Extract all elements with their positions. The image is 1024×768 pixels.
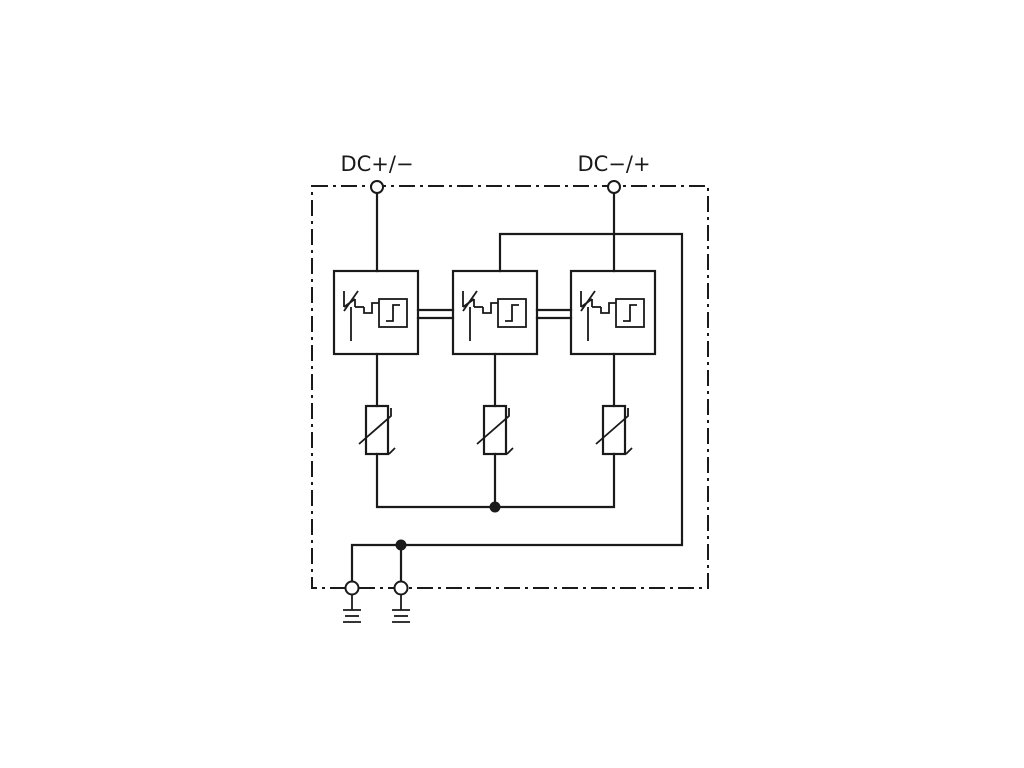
ground-icon [392, 595, 410, 623]
varistor-icon [476, 404, 514, 456]
wire-pe-loop [350, 232, 684, 584]
surge-disconnector-module-icon [332, 269, 420, 356]
ground-icon [343, 595, 361, 623]
terminal-dc-minus-plus [607, 180, 621, 194]
terminal-dc-plus-minus [370, 180, 384, 194]
junction-dot-varistor-bus [489, 501, 501, 513]
surge-disconnector-module-icon [569, 269, 657, 356]
varistor-icon [595, 404, 633, 456]
varistor-icon [358, 404, 396, 456]
junction-dot-pe [395, 539, 407, 551]
terminal-label-dc-minus-plus: DC−/+ [577, 152, 650, 176]
terminal-label-dc-plus-minus: DC+/− [340, 152, 413, 176]
module-coupling [416, 308, 573, 320]
device-enclosure [311, 185, 709, 589]
terminal-pe-1 [344, 580, 360, 596]
terminal-pe-2 [393, 580, 409, 596]
surge-disconnector-module-icon [451, 269, 539, 356]
